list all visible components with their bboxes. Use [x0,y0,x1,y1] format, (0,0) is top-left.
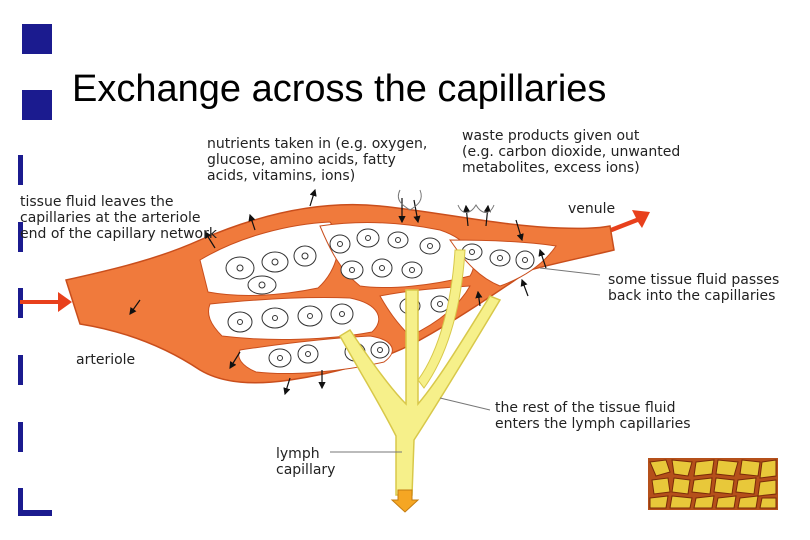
label-passes-back: some tissue fluid passes back into the c… [608,272,779,304]
arteriole-flow-arrow [20,292,72,312]
label-rest-line: the rest of the tissue fluid [495,400,676,416]
label-venule: venule [568,201,616,217]
label-tissue-fluid-leaves: tissue fluid leaves the capillaries at t… [20,194,217,242]
label-waste-line: (e.g. carbon dioxide, unwanted [462,144,681,160]
bullet-square-2 [22,90,52,120]
capillary-micrograph-image [648,458,778,510]
label-leaves-line: tissue fluid leaves the [20,194,174,210]
bullet-bar-4 [18,355,23,385]
lymph-outflow-arrow [390,489,420,513]
label-nutrients-line: glucose, amino acids, fatty [207,152,396,168]
slide-title: Exchange across the capillaries [72,68,607,110]
label-lymph-line: lymph [276,446,320,462]
label-leaves-line: end of the capillary network [20,226,217,242]
label-arteriole: arteriole [76,352,136,368]
bullet-bar-2 [18,222,23,252]
lymph-capillary [338,289,502,496]
bullet-corner-base [18,510,52,516]
label-nutrients: nutrients taken in (e.g. oxygen, glucose… [207,136,427,184]
label-lymph-line: capillary [276,462,336,478]
label-passes-line: some tissue fluid passes [608,272,780,288]
bullet-bar-5 [18,422,23,452]
label-nutrients-line: nutrients taken in (e.g. oxygen, [207,136,428,152]
label-nutrients-line: acids, vitamins, ions) [207,168,356,184]
bullet-square-1 [22,24,52,54]
venule-flow-arrow [600,210,650,236]
bullet-bar-1 [18,155,23,185]
label-rest-enters-lymph: the rest of the tissue fluid enters the … [495,400,691,432]
label-waste-line: waste products given out [462,128,640,144]
label-leaves-line: capillaries at the arteriole [20,210,201,226]
label-waste-line: metabolites, excess ions) [462,160,640,176]
label-lymph-capillary: lymph capillary [276,446,335,478]
label-passes-line: back into the capillaries [608,288,776,304]
label-waste-products: waste products given out (e.g. carbon di… [462,128,680,176]
bullet-corner [18,488,23,516]
label-rest-line: enters the lymph capillaries [495,416,691,432]
